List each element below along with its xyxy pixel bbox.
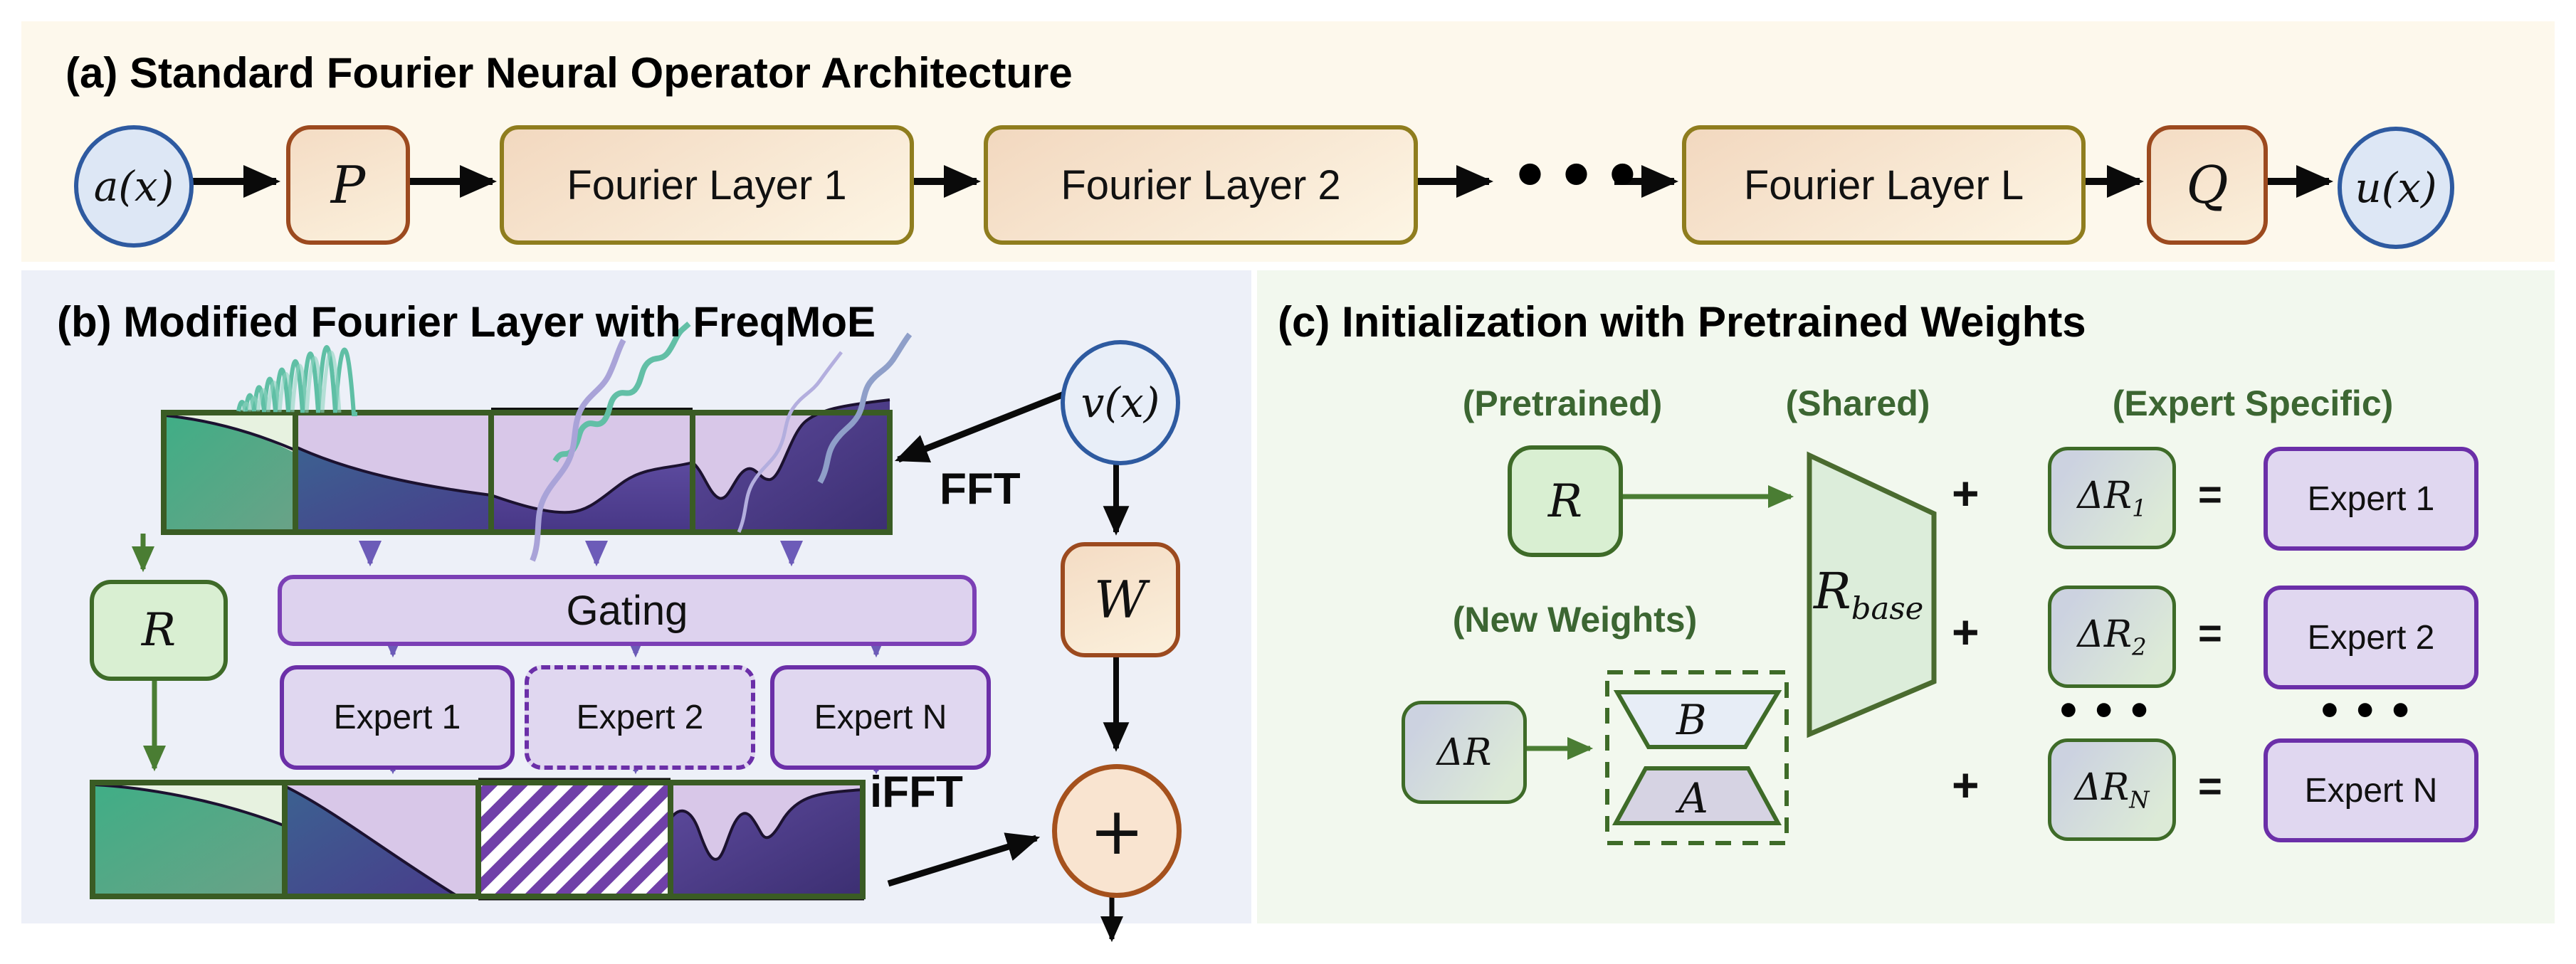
layer-ellipsis: •••	[1510, 141, 1649, 212]
ifft-spectrum-bottom	[90, 778, 866, 901]
delta-rN-sub: N	[2129, 786, 2150, 814]
panel-c-title: (c) Initialization with Pretrained Weigh…	[1278, 298, 2086, 346]
plus-sign-rowN: +	[1952, 758, 1980, 811]
ifft-label: iFFT	[870, 768, 963, 817]
q-label: Q	[2186, 155, 2229, 215]
delta-r1-sub: 1	[2132, 494, 2147, 522]
expert-2-result-label: Expert 2	[2307, 618, 2435, 657]
p-label: P	[330, 155, 366, 215]
steelblue-wave-seg4	[817, 332, 913, 484]
delta-r1-label: ΔR1	[2077, 475, 2146, 521]
fourier-layer-1-label: Fourier Layer 1	[567, 161, 847, 208]
expert-N-result-box: Expert N	[2264, 738, 2478, 842]
frequency-waves	[236, 321, 913, 562]
sum-node: +	[1052, 764, 1182, 898]
periwinkle-wave-seg4	[737, 351, 843, 533]
w-box: W	[1061, 542, 1180, 657]
b-trapezoid-label: B	[1676, 696, 1707, 744]
periwinkle-wave-seg3	[530, 339, 626, 562]
delta-r2-main: ΔR	[2077, 613, 2133, 656]
expert-N-result-label: Expert N	[2304, 771, 2438, 810]
shared-label: (Shared)	[1785, 383, 1930, 423]
rbase-sub: base	[1851, 591, 1924, 627]
panel-a-title: (a) Standard Fourier Neural Operator Arc…	[65, 49, 1073, 97]
delta-r2-label: ΔR2	[2077, 613, 2146, 660]
expert-column-ellipsis: •••	[2317, 689, 2424, 735]
teal-spike-wave	[236, 345, 357, 416]
rbase-main: R	[1814, 562, 1851, 620]
vx-node-label: v(x)	[1081, 378, 1160, 427]
delta-r2-sub: 2	[2132, 633, 2147, 661]
pretrained-label: (Pretrained)	[1462, 383, 1663, 423]
new-weights-label: (New Weights)	[1452, 600, 1698, 640]
gating-label: Gating	[566, 587, 688, 634]
r-weight-label: R	[141, 604, 177, 657]
pretrained-r-label: R	[1547, 475, 1583, 528]
expert-2-result-box: Expert 2	[2264, 586, 2478, 689]
w-label: W	[1093, 570, 1147, 630]
expert-1-box: Expert 1	[280, 665, 515, 770]
expert-N-label: Expert N	[814, 699, 947, 736]
teal-squiggle-wave	[552, 321, 691, 463]
delta-rN-box: ΔRN	[2048, 738, 2176, 841]
b-trapezoid	[1613, 690, 1782, 749]
input-node-ax: a(x)	[74, 125, 194, 248]
expert-2-box-dashed: Expert 2	[525, 665, 755, 770]
plus-sign-row2: +	[1952, 605, 1980, 658]
panel-b-title: (b) Modified Fourier Layer with FreqMoE	[57, 298, 876, 346]
fft-label: FFT	[940, 465, 1021, 514]
arrow-spectrum-to-sum-ifft	[887, 832, 1041, 887]
equals-row1: =	[2198, 472, 2222, 518]
arrow-vx-to-fft	[894, 388, 1073, 463]
delta-r-box: ΔR	[1402, 701, 1527, 804]
rbase-label: Rbase	[1814, 562, 1923, 627]
input-node-label: a(x)	[93, 162, 174, 211]
delta-r1-box: ΔR1	[2048, 447, 2176, 549]
p-projection-box: P	[286, 125, 410, 245]
teal-spike-wave-echo	[241, 350, 342, 413]
expert-1-result-box: Expert 1	[2264, 447, 2478, 551]
q-projection-box: Q	[2147, 125, 2268, 245]
equals-rowN: =	[2198, 763, 2222, 810]
fourier-layer-1-box: Fourier Layer 1	[500, 125, 914, 245]
a-trapezoid	[1612, 766, 1782, 825]
expert-2-label: Expert 2	[576, 699, 704, 736]
gating-box: Gating	[278, 575, 977, 646]
delta-rN-label: ΔRN	[2075, 766, 2150, 813]
fourier-layer-L-label: Fourier Layer L	[1743, 161, 2024, 208]
output-node-label: u(x)	[2355, 164, 2437, 212]
r-weight-box: R	[90, 580, 228, 681]
expert-1-result-label: Expert 1	[2307, 480, 2435, 518]
fft-spectrum-top	[161, 398, 893, 535]
rbase-trapezoid	[1807, 451, 1937, 738]
fourier-layer-2-label: Fourier Layer 2	[1061, 161, 1341, 208]
expert-1-label: Expert 1	[333, 699, 461, 736]
delta-rN-main: ΔR	[2074, 766, 2130, 809]
delta-r2-box: ΔR2	[2048, 586, 2176, 688]
delta-r-label: ΔR	[1436, 731, 1492, 774]
delta-r1-main: ΔR	[2077, 474, 2133, 517]
fourier-layer-2-box: Fourier Layer 2	[984, 125, 1418, 245]
lora-dashed-box	[1605, 670, 1789, 845]
a-trapezoid-label: A	[1678, 774, 1708, 822]
vx-node: v(x)	[1061, 340, 1180, 465]
expert-specific-label: (Expert Specific)	[2112, 383, 2394, 423]
sum-node-label: +	[1089, 793, 1145, 869]
delta-column-ellipsis: •••	[2056, 689, 2162, 735]
pretrained-r-box: R	[1508, 445, 1623, 557]
expert-N-box: Expert N	[770, 665, 991, 770]
output-node-ux: u(x)	[2338, 127, 2454, 249]
plus-sign-row1: +	[1952, 467, 1980, 519]
equals-row2: =	[2198, 610, 2222, 657]
fourier-layer-L-box: Fourier Layer L	[1682, 125, 2086, 245]
